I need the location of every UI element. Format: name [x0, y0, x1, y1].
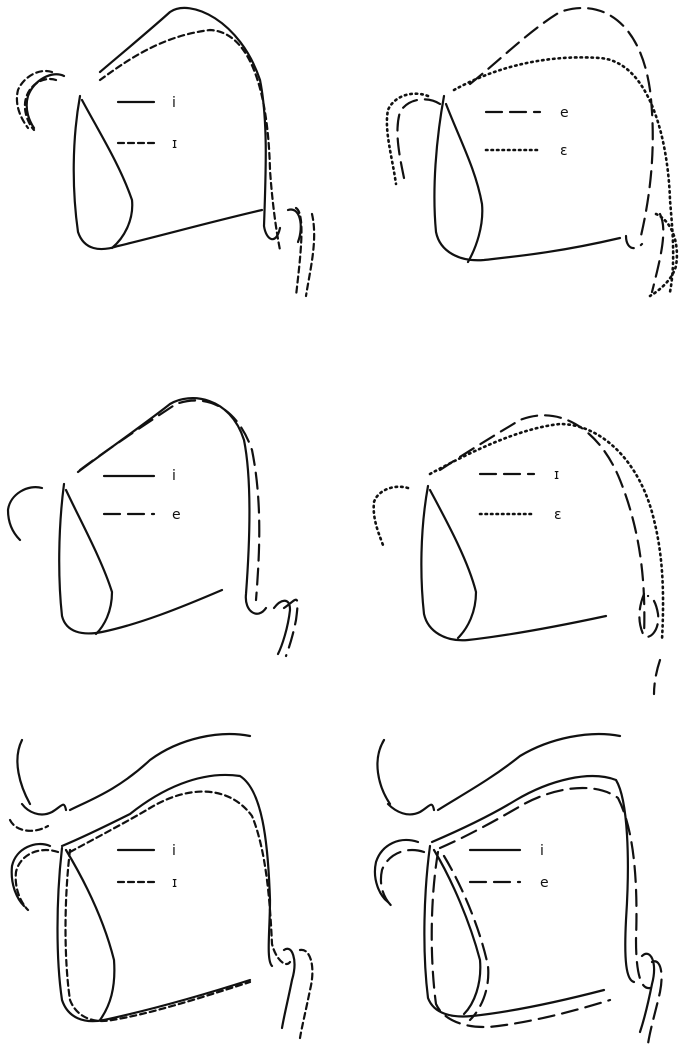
palate-5I [70, 792, 290, 964]
palate-3e [80, 400, 259, 600]
palate-5i [62, 775, 272, 966]
nose-5 [17, 740, 66, 814]
legend-label-6a: i [540, 843, 544, 859]
upper-6 [438, 734, 620, 810]
epiglottis-4 [430, 490, 476, 638]
tongue-outline-2 [434, 96, 620, 260]
lip-E [387, 94, 428, 184]
tongue-outline-4 [421, 486, 606, 640]
lip-e [397, 99, 440, 178]
palate-4I [440, 415, 644, 636]
epiglottis-5 [66, 850, 114, 1020]
epiglottis-6 [434, 850, 480, 1014]
palate-E [454, 57, 673, 292]
panel-5 [10, 734, 312, 1038]
lip-i [27, 74, 64, 128]
palate-3i [78, 398, 266, 614]
larynx-6 [640, 954, 654, 1032]
lip-6e [381, 850, 424, 908]
epiglottis-3 [66, 490, 112, 634]
lip-3 [8, 487, 42, 540]
larynx-5I [300, 950, 312, 1038]
larynx-e [626, 214, 663, 292]
legend-label-5a: i [172, 843, 176, 859]
tongue-5 [58, 848, 251, 1021]
nose-5b [10, 820, 48, 831]
epiglottis-2 [446, 104, 482, 262]
panel-3 [8, 398, 298, 656]
legend-label-1a: i [172, 95, 176, 111]
palate-i [100, 8, 280, 239]
legend-label-4a: ɪ [554, 467, 559, 483]
panel-4 [374, 415, 663, 694]
epiglottis-i [82, 100, 132, 248]
legend-label-2a: e [560, 105, 569, 121]
nose-6 [377, 740, 434, 814]
tongue-6 [424, 846, 604, 1016]
palate-6i [432, 776, 634, 982]
larynx-4 [639, 594, 660, 694]
legend-label-5b: ɪ [172, 875, 177, 891]
lip-4 [374, 487, 408, 548]
legend-label-3b: e [172, 507, 181, 523]
tongue-5I [66, 850, 251, 1021]
larynx-I [296, 208, 314, 296]
tongue-outline-i [74, 96, 262, 249]
tongue-outline-3 [59, 484, 222, 633]
lip-5 [12, 844, 50, 906]
panel-1 [17, 8, 314, 296]
larynx-i [288, 209, 301, 242]
legend-label-6b: e [540, 875, 549, 891]
legend-label-2b: ɛ [560, 143, 568, 159]
lip-5I [16, 850, 58, 910]
upper-5 [70, 734, 250, 810]
legend-label-4b: ɛ [554, 507, 562, 523]
larynx-3 [274, 601, 290, 654]
legend-label-1b: ɪ [172, 136, 177, 152]
panel-6 [375, 734, 662, 1044]
tongue-6e [432, 852, 610, 1027]
larynx-5 [282, 949, 294, 1028]
palate-4E [430, 424, 663, 640]
palate-e [470, 8, 653, 240]
panel-2 [387, 8, 677, 296]
legend-label-3a: i [172, 468, 176, 484]
